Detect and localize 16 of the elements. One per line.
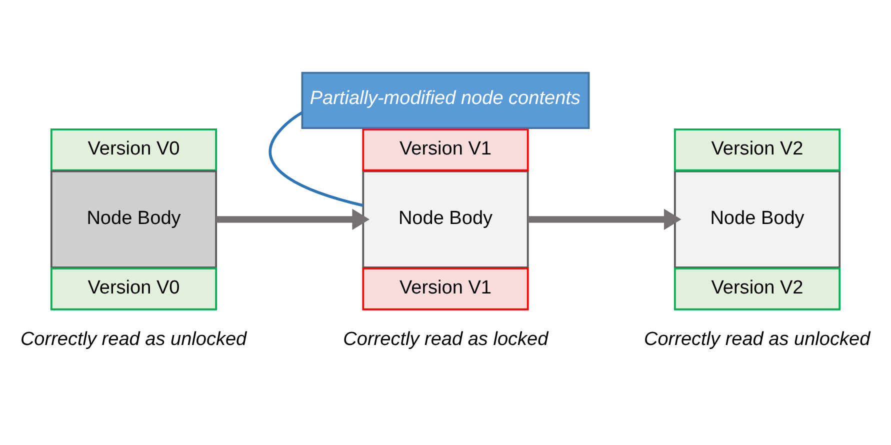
arrow xyxy=(528,208,682,230)
node-box: Node Body xyxy=(50,170,218,268)
node-box: Version V2 xyxy=(674,128,841,172)
node-box: Node Body xyxy=(362,170,529,268)
arrow xyxy=(216,208,370,230)
node-box: Version V1 xyxy=(362,267,529,310)
node-label: Correctly read as unlocked xyxy=(20,329,247,350)
node-box: Version V0 xyxy=(50,267,218,310)
node-label: Correctly read as unlocked xyxy=(644,329,870,350)
node-box: Node Body xyxy=(674,170,841,268)
node-box: Version V0 xyxy=(50,128,218,172)
node-box: Version V2 xyxy=(674,267,841,310)
connector xyxy=(268,111,364,207)
node-box: Version V1 xyxy=(362,128,529,172)
node-label: Correctly read as locked xyxy=(343,329,548,350)
node-box: Partially-modified node contents xyxy=(301,72,590,129)
